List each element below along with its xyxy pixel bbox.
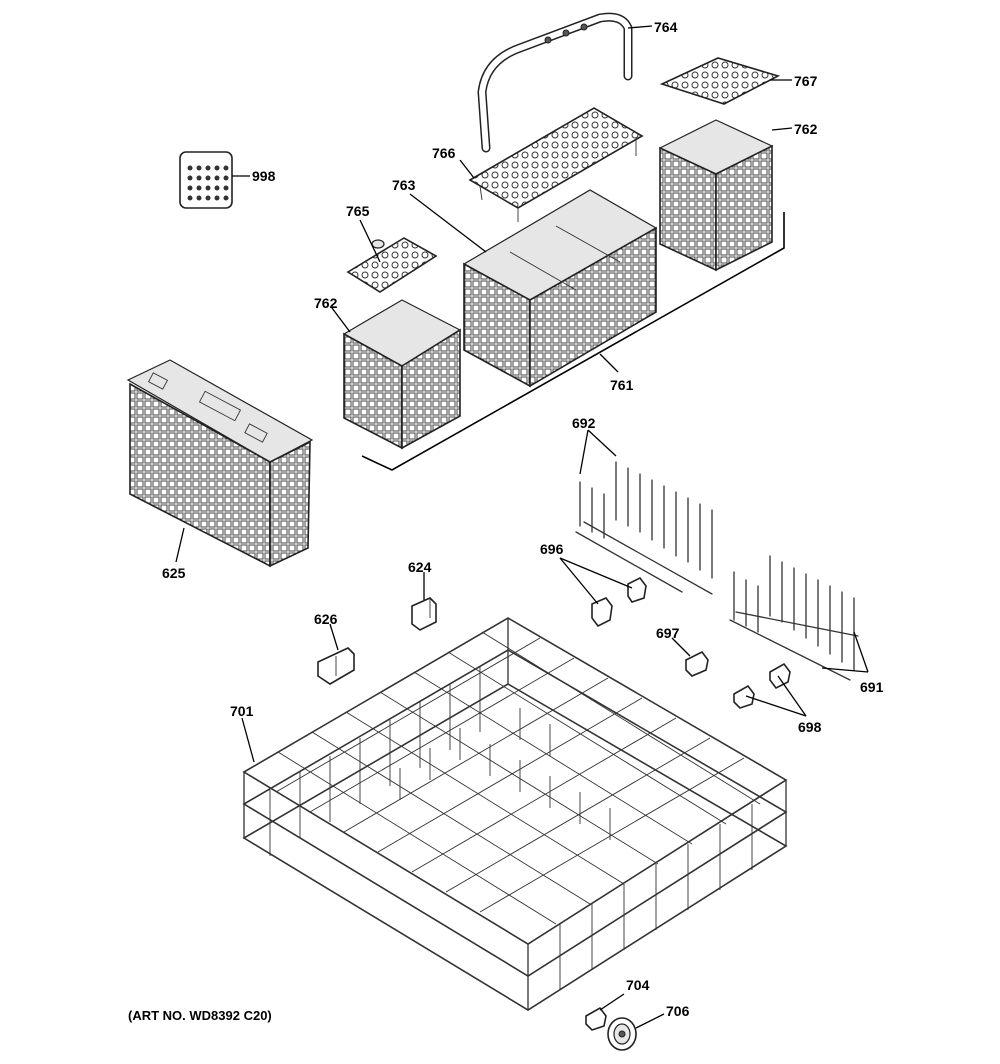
tines-692-drawing xyxy=(575,461,713,595)
handle-drawing xyxy=(477,12,633,153)
basket-763-drawing xyxy=(462,189,658,388)
callout-763: 763 xyxy=(392,177,416,193)
art-number: (ART NO. WD8392 C20) xyxy=(128,1008,272,1023)
clip-624-drawing xyxy=(411,597,437,631)
cover-765-drawing xyxy=(346,237,438,293)
label-998-drawing xyxy=(179,151,233,209)
cover-767-drawing xyxy=(659,57,781,105)
leader-lines xyxy=(175,25,869,1029)
callout-762-right: 762 xyxy=(794,121,818,137)
callout-766: 766 xyxy=(432,145,456,161)
tines-691-drawing xyxy=(729,555,859,681)
clip-626-drawing xyxy=(317,647,355,685)
callout-764: 764 xyxy=(654,19,678,35)
callout-626: 626 xyxy=(314,611,338,627)
wheel-706-drawing xyxy=(607,1017,637,1051)
callout-762-left: 762 xyxy=(314,295,338,311)
assembly-761-bracket xyxy=(361,212,785,471)
basket-762-left-drawing xyxy=(342,299,462,450)
callout-767: 767 xyxy=(794,73,818,89)
callout-691: 691 xyxy=(860,679,884,695)
basket-762-right-drawing xyxy=(658,119,774,272)
wheel-axle-704-drawing xyxy=(585,1006,607,1031)
callout-998: 998 xyxy=(252,168,276,184)
callout-697: 697 xyxy=(656,625,680,641)
callout-625: 625 xyxy=(162,565,186,581)
callout-696: 696 xyxy=(540,541,564,557)
callout-624: 624 xyxy=(408,559,432,575)
callout-704: 704 xyxy=(626,977,650,993)
callout-701: 701 xyxy=(230,703,254,719)
clip-696-drawing xyxy=(591,576,647,628)
clip-698-drawing xyxy=(733,662,791,709)
callout-labels: 764 767 762 998 766 763 765 762 761 625 … xyxy=(162,19,884,1019)
callout-761: 761 xyxy=(610,377,634,393)
cover-766-drawing xyxy=(468,107,644,222)
basket-625-drawing xyxy=(126,359,314,568)
callout-706: 706 xyxy=(666,1003,690,1019)
clip-697-drawing xyxy=(685,650,709,677)
callout-765: 765 xyxy=(346,203,370,219)
callout-692: 692 xyxy=(572,415,596,431)
rack-701-drawing xyxy=(242,617,788,1011)
callout-698: 698 xyxy=(798,719,822,735)
